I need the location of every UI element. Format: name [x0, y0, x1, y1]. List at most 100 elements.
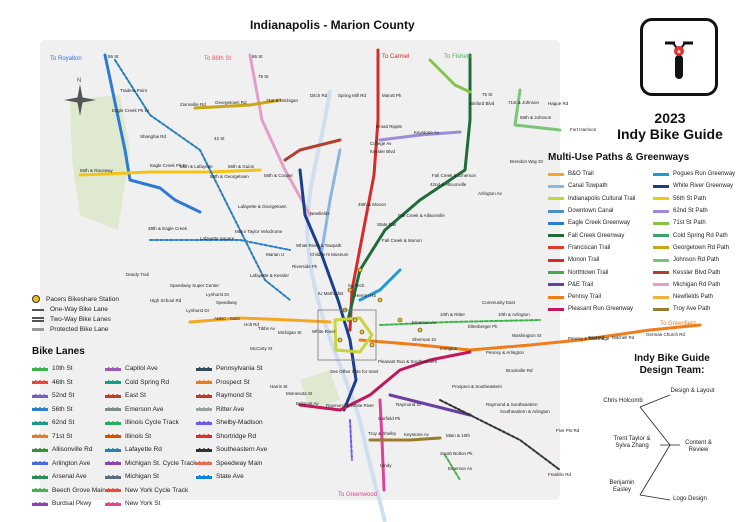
line-swatch [32, 501, 48, 506]
legend-entry: Michigan St [105, 470, 197, 484]
line-swatch [105, 447, 121, 452]
legend-entry-label: Eagle Creek Greenway [568, 220, 631, 227]
map-place-label: German Church Rd [646, 332, 686, 337]
map-place-label: 56th & Guion [228, 164, 255, 169]
team-role-2: Content & Review [685, 440, 712, 453]
legend-entry: Johnson Rd Path [653, 254, 735, 266]
legend-entry: Michigan Rd Path [653, 279, 735, 291]
legend-entry: Northtown Trail [548, 266, 635, 278]
legend-entry: Lafayette Rd [105, 443, 197, 457]
legend-entry: Southeastern Ave [196, 443, 267, 457]
map-place-label: Belmont Av [296, 401, 319, 406]
line-swatch [105, 488, 121, 493]
legend-entry: Georgetown Rd Path [653, 242, 735, 254]
map-place-label: Sarah Bolton Pk [440, 451, 473, 456]
station-marker[interactable] [359, 329, 365, 335]
legend-entry-label: Fall Creek Greenway [568, 232, 625, 239]
legend-entry: 56th St Path [653, 193, 735, 205]
line-swatch [548, 271, 564, 275]
line-swatch [653, 221, 669, 225]
map-place-label: Fall Creek & Emerson [432, 173, 477, 178]
line-swatch [196, 366, 212, 371]
line-swatch [196, 407, 212, 412]
station-marker[interactable] [337, 337, 343, 343]
guide-title: 2023 Indy Bike Guide [600, 110, 740, 142]
station-marker[interactable] [357, 267, 363, 273]
legend-entry-label: Burdsal Pkwy [52, 500, 92, 508]
line-swatch [196, 447, 212, 452]
map-place-label: College Av [370, 141, 392, 146]
bike-lanes-title: Bike Lanes [32, 346, 85, 357]
map-place-label: 10th & Arlington [498, 312, 530, 317]
line-swatch [196, 461, 212, 466]
map-place-label: Raymond & White River [326, 403, 375, 408]
kessler-blvd-path-line [283, 138, 342, 162]
map-place-label: Fort Harrison [570, 127, 597, 132]
legend-entry: Emerson Ave [105, 403, 197, 417]
legend-entry-label: Pennsylvania St [216, 365, 263, 373]
line-swatch [196, 380, 212, 385]
map-place-label: Hague Rd [548, 101, 569, 106]
map-place-label: 86 St [252, 54, 263, 59]
team-role-1: Design & Layout [670, 388, 715, 394]
legend-entry: Pennsy Trail [548, 291, 635, 303]
line-swatch [653, 197, 669, 201]
indy-bike-guide-logo: ★ [640, 18, 718, 96]
one-way-icon [32, 308, 44, 311]
station-marker[interactable] [417, 327, 423, 333]
station-marker[interactable] [347, 287, 353, 293]
legend-entry-label: 52nd St [52, 392, 75, 400]
legend-entry-label: East St [125, 392, 146, 400]
legend-entry-label: Michigan St. Cycle Track [125, 459, 197, 467]
eagle-creek-greenway-line [103, 53, 202, 214]
legend-entry-label: Illinois Cycle Track [125, 419, 179, 427]
team-member-2: Trent Taylor & Sylva Zhang [613, 436, 651, 449]
svg-text:★: ★ [676, 49, 681, 56]
map-place-label: 42 St [214, 136, 225, 141]
dest-greenfield: To Greenfield [660, 321, 696, 327]
legend-entry-label: Pogues Run Greenway [673, 171, 736, 178]
map-place-label: 79 St [258, 74, 269, 79]
line-swatch [32, 420, 48, 425]
station-marker[interactable] [397, 317, 403, 323]
legend-entry-label: Capitol Ave [125, 365, 158, 373]
legend-one-way: One-Way Bike Lane [32, 306, 119, 313]
georgetown-path-line [193, 98, 282, 110]
legend-entry-label: Lafayette Rd [125, 446, 162, 454]
legend-entry-label: New York Cycle Track [125, 486, 189, 494]
map-place-label: 65th & Johnson [520, 115, 552, 120]
team-connectors [639, 394, 680, 501]
line-swatch [548, 283, 564, 287]
dest-fishers: To Fishers [444, 54, 472, 60]
line-swatch [32, 366, 48, 371]
legend-entry: Troy Ave Path [653, 303, 735, 315]
station-marker[interactable] [369, 342, 375, 348]
map-place-label: 56th & Cooper [264, 173, 294, 178]
line-swatch [32, 447, 48, 452]
legend-entry: Monon Trail [548, 254, 635, 266]
legend-entry: Fall Creek Greenway [548, 229, 635, 241]
legend-entry-label: 10th St [52, 365, 73, 373]
map-place-label: Keystone Av [404, 432, 430, 437]
line-swatch [548, 184, 564, 188]
legend-entry-label: 71st St [52, 432, 73, 440]
legend-entry: Speedway Main [196, 457, 267, 471]
map-place-label: Tibbs Av [258, 326, 276, 331]
team-role-3: Logo Design [673, 496, 707, 502]
map-place-label: 38th & Eagle Creek [148, 226, 188, 231]
line-swatch [548, 307, 564, 311]
legend-entry: Kessler Blvd Path [653, 266, 735, 278]
map-place-label: Arlington Av [478, 191, 503, 196]
map-place-label: White River [312, 329, 336, 334]
line-swatch [105, 461, 121, 466]
map-place-label: Ulndy [380, 463, 392, 468]
legend-entry-label: White River Greenway [673, 183, 734, 190]
station-marker[interactable] [377, 297, 383, 303]
map-place-label: Franklin Rd [548, 472, 572, 477]
line-swatch [548, 221, 564, 225]
station-marker[interactable] [352, 317, 358, 323]
62nd-st-path-line [378, 130, 462, 142]
legend-entry-label: Shortridge Rd [216, 432, 257, 440]
protected-icon [32, 328, 44, 331]
